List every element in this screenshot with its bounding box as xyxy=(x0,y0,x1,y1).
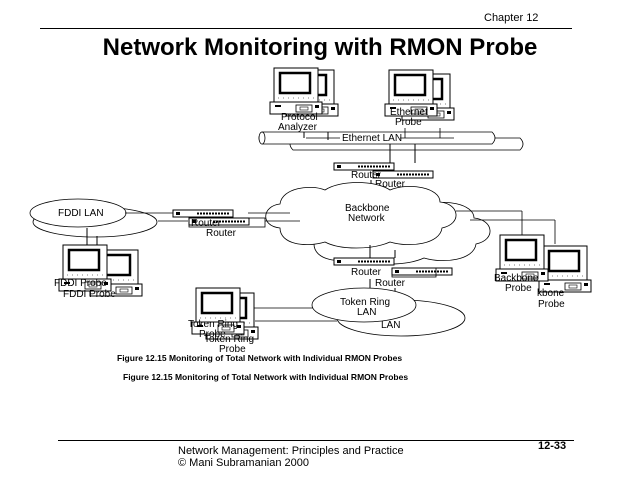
router-label: Router xyxy=(191,218,222,229)
page-number: 12-33 xyxy=(538,440,567,452)
ethernet-probe-label-2: Probe xyxy=(395,117,422,128)
fddi-lan-label: FDDI LAN xyxy=(58,208,104,219)
token-ring-probe-label-2: Probe xyxy=(199,329,226,340)
protocol-analyzer: Protocol Analyzer xyxy=(268,66,340,140)
ethernet-probe: Ethernet Probe xyxy=(383,68,456,138)
protocol-analyzer-label-2: Analyzer xyxy=(278,122,318,133)
copyright: © Mani Subramanian 2000 xyxy=(178,457,310,469)
token-ring-label-3: LAN xyxy=(381,320,400,331)
router-label: Router xyxy=(351,267,382,278)
backbone-probe-label-4: Probe xyxy=(538,299,565,310)
router-label: Router xyxy=(375,278,406,289)
protocol-analyzer-label-1: Protocol xyxy=(281,112,318,123)
token-ring-probe-label-4: Probe xyxy=(219,344,246,355)
token-ring-probe-label-1: Token Ring xyxy=(188,319,238,330)
backbone-probe-label-2: Probe xyxy=(505,283,532,294)
footer-divider xyxy=(58,440,574,441)
figure-caption-duplicate: Figure 12.15 Monitoring of Total Network… xyxy=(123,372,408,382)
fddi-probe: FDDI Probe FDDI Probe xyxy=(54,228,144,300)
book-title: Network Management: Principles and Pract… xyxy=(178,445,404,457)
ethernet-lan-bus: Ethernet LAN xyxy=(258,131,524,151)
token-ring-probe-label-3: Token Ring xyxy=(204,334,254,345)
token-ring-probe: Token Ring Probe Token Ring Probe xyxy=(188,286,337,355)
router-label: Router xyxy=(351,170,382,181)
figure-caption: Figure 12.15 Monitoring of Total Network… xyxy=(117,353,402,363)
token-ring-label-1: Token Ring xyxy=(340,297,390,308)
page-title: Network Monitoring with RMON Probe xyxy=(102,34,538,61)
fddi-probe-label: FDDI Probe xyxy=(54,278,107,289)
fddi-probe-label: FDDI Probe xyxy=(63,289,116,300)
token-ring-label-2: LAN xyxy=(357,307,376,318)
router-fddi: Router Router xyxy=(172,209,266,239)
ethernet-probe-label-1: Ethernet xyxy=(390,107,428,118)
backbone-label-1: Backbone xyxy=(345,203,390,214)
router-label: Router xyxy=(206,228,237,239)
token-ring-lan: Token Ring LAN LAN xyxy=(311,287,466,337)
backbone-label-2: Network xyxy=(348,213,386,224)
backbone-probe-label-1: Backbone xyxy=(494,273,539,284)
router-label: Router xyxy=(375,179,406,190)
ethernet-lan-label: Ethernet LAN xyxy=(342,133,402,144)
chapter-label: Chapter 12 xyxy=(484,12,539,24)
backbone-network: Backbone Network xyxy=(265,182,491,265)
backbone-probe: Backbone Probe kbone Probe xyxy=(456,210,593,310)
fddi-lan: FDDI LAN xyxy=(29,198,300,238)
header-divider xyxy=(40,28,572,29)
backbone-probe-label-3: kbone xyxy=(537,288,565,299)
